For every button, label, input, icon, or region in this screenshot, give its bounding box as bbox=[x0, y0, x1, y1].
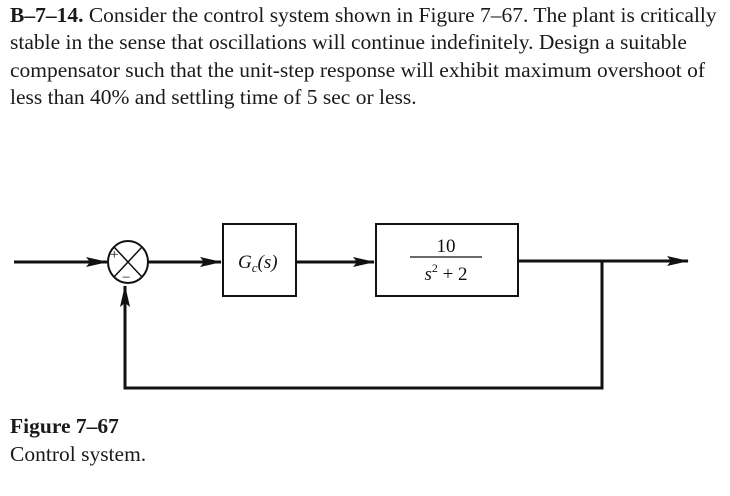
plant-block bbox=[375, 223, 519, 297]
figure-label: Figure 7–67 bbox=[10, 414, 119, 438]
feedback-path bbox=[120, 261, 604, 390]
compensator-label: Gc(s) bbox=[238, 252, 278, 275]
problem-number: B–7–14. bbox=[10, 3, 84, 27]
plant-numerator: 10 bbox=[437, 236, 456, 257]
minus-sign: − bbox=[122, 270, 130, 286]
problem-statement: B–7–14. Consider the control system show… bbox=[10, 2, 725, 112]
figure-caption: Control system. bbox=[10, 442, 147, 466]
problem-text: Consider the control system shown in Fig… bbox=[10, 3, 717, 110]
plant-denominator: s2 + 2 bbox=[424, 261, 467, 285]
compensator-block bbox=[222, 223, 297, 297]
plus-sign: + bbox=[110, 247, 118, 263]
